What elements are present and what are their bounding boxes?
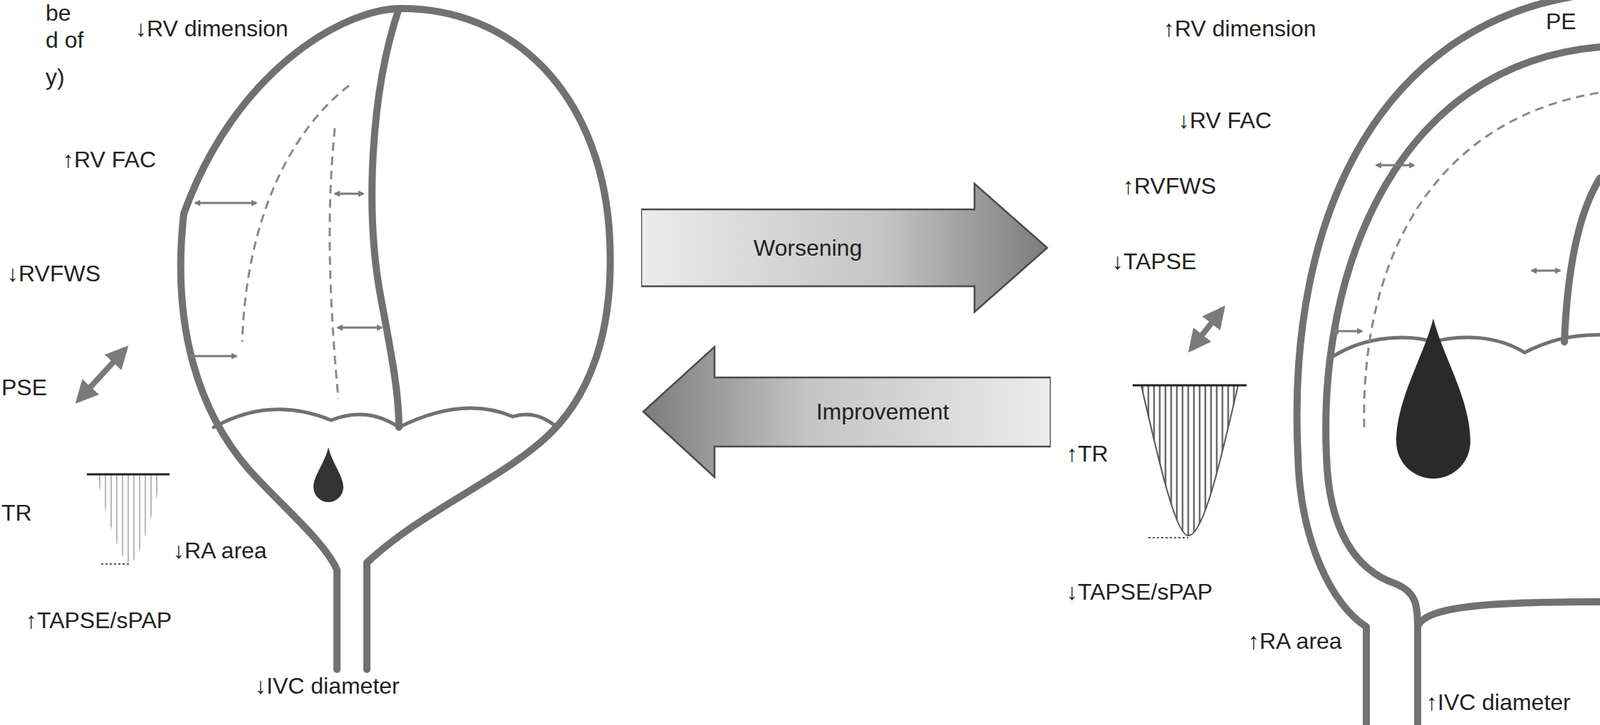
measure-label: ↓IVC diameter [255,673,400,700]
arrow-label: Worsening [753,235,862,262]
block-arrow: Worsening [641,181,1050,315]
measure-label: TR [1,500,33,527]
measure-label: ↓RV dimension [135,15,289,43]
block-arrow: Improvement [641,344,1051,480]
measure-label: PSE [1,374,48,402]
measure-label: be [45,0,72,27]
measure-label: y) [45,64,65,91]
measure-label: ↓RVFWS [7,260,101,288]
measure-label: ↑TR [1066,440,1109,468]
measure-label: ↑RVFWS [1122,173,1217,200]
measure-label: ↑RA area [1248,628,1343,655]
measure-label: PE [1545,8,1577,35]
measure-label: ↑IVC diameter [1426,689,1571,716]
measure-label: ↓TAPSE [1112,248,1197,275]
measure-label: ↓TAPSE/sPAP [1066,579,1213,606]
measure-label: d of [45,27,84,54]
measure-label: ↓RA area [173,537,268,565]
measure-label: ↑TAPSE/sPAP [25,607,172,635]
measure-label: ↑RV FAC [62,146,157,174]
measure-label: ↑RV dimension [1163,15,1317,43]
arrow-label: Improvement [816,398,950,426]
measure-label: ↓RV FAC [1178,107,1272,134]
